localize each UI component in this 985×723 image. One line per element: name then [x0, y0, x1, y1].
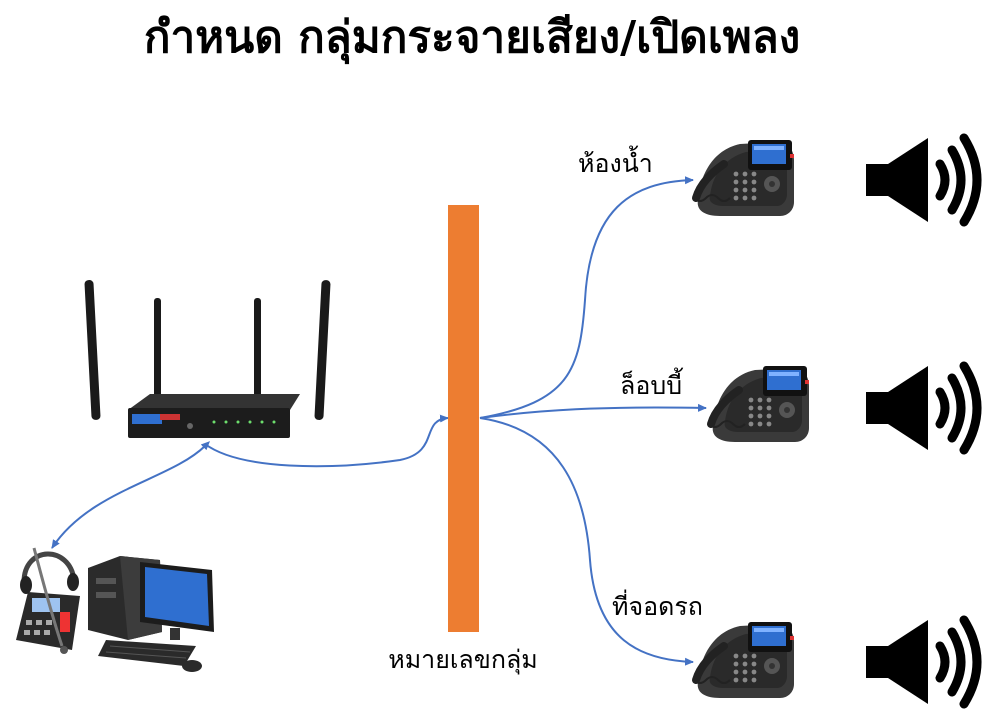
zone-label-3: ที่จอดรถ — [612, 589, 703, 621]
computer-icon — [88, 556, 214, 672]
ip-phone-icon — [694, 140, 794, 216]
zone-label-2: ล็อบบี้ — [620, 367, 683, 400]
group-number-label: หมายเลขกลุ่ม — [388, 645, 538, 675]
connector-to-zone-3 — [479, 417, 694, 666]
headset-phone-icon — [16, 547, 80, 654]
speaker-icon — [866, 366, 977, 450]
ip-phone-icon — [709, 366, 809, 442]
connector-to-zone-1 — [479, 176, 694, 419]
speaker-icon — [866, 138, 977, 222]
connector-to-zone-2 — [479, 403, 707, 419]
diagram-title: กำหนด กลุ่มกระจายเสียง/เปิดเพลง — [144, 12, 800, 65]
group-bar — [448, 205, 479, 632]
zone-label-1: ห้องน้ำ — [578, 145, 653, 178]
ip-phone-icon — [694, 622, 794, 698]
router-icon — [84, 280, 331, 438]
connector-gateway-to-computer — [51, 441, 211, 549]
connector-gateway-to-group — [204, 414, 449, 468]
speaker-icon — [866, 620, 977, 704]
